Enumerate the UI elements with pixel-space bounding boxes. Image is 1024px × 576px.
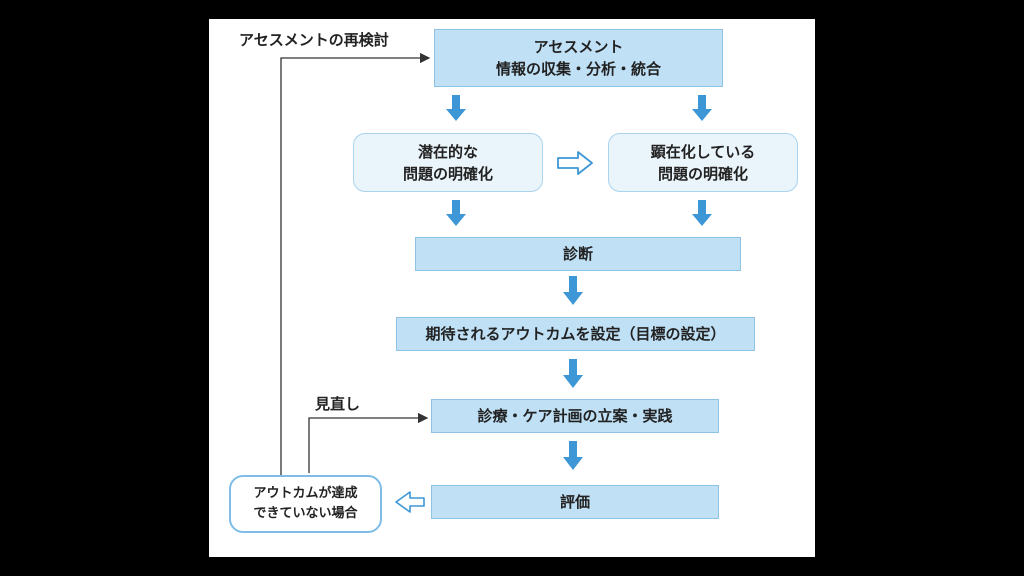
not-achieved-line1: アウトカムが達成 (253, 486, 358, 501)
reassessment-label: アセスメントの再検討 (239, 31, 389, 49)
evaluation-label: 評価 (559, 493, 590, 511)
outcome-label: 期待されるアウトカムを設定（目標の設定） (425, 325, 726, 343)
not-achieved-line2: できていない場合 (253, 506, 358, 521)
plan-label: 診療・ケア計画の立案・実践 (477, 407, 673, 425)
assessment-box: アセスメント 情報の収集・分析・統合 (434, 29, 723, 87)
down-arrow-icon (563, 359, 583, 388)
hollow-left-arrow-icon (395, 491, 425, 513)
diagnosis-label: 診断 (562, 245, 593, 263)
hollow-right-arrow-icon (557, 151, 593, 175)
review-label: 見直し (315, 395, 361, 413)
apparent-problem-line1: 顕在化している (650, 142, 756, 161)
down-arrow-icon (692, 200, 712, 226)
down-arrow-icon (563, 276, 583, 305)
assessment-subtitle: 情報の収集・分析・統合 (495, 60, 661, 78)
down-arrow-icon (446, 95, 466, 121)
evaluation-box: 評価 (431, 485, 719, 519)
review-line (308, 412, 429, 473)
potential-problem-line1: 潜在的な (417, 142, 478, 161)
apparent-problem-box: 顕在化している 問題の明確化 (608, 133, 798, 192)
outcome-not-achieved-box: アウトカムが達成 できていない場合 (229, 475, 382, 533)
down-arrow-icon (563, 441, 583, 470)
diagram-panel: アセスメント 情報の収集・分析・統合 潜在的な 問題の明確化 顕在化している 問… (209, 19, 815, 557)
plan-box: 診療・ケア計画の立案・実践 (431, 399, 719, 433)
connector-layer (280, 52, 712, 513)
diagnosis-box: 診断 (415, 237, 741, 271)
potential-problem-box: 潜在的な 問題の明確化 (353, 133, 543, 192)
potential-problem-line2: 問題の明確化 (402, 164, 493, 183)
apparent-problem-line2: 問題の明確化 (657, 164, 748, 183)
assessment-title: アセスメント (533, 38, 624, 56)
reassessment-loop-line (280, 52, 431, 475)
outcome-box: 期待されるアウトカムを設定（目標の設定） (396, 317, 755, 351)
down-arrow-icon (692, 95, 712, 121)
down-arrow-icon (446, 200, 466, 226)
